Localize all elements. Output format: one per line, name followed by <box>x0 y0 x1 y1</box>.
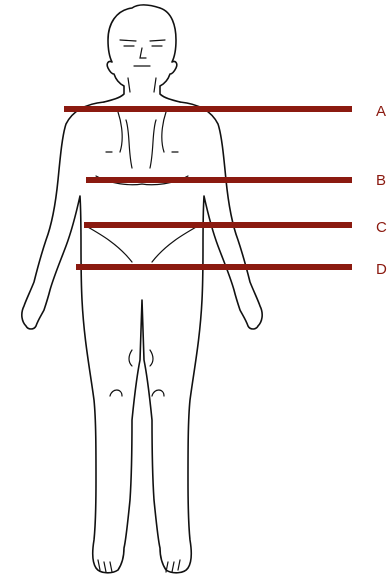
nose <box>140 48 146 58</box>
level-label-d: D <box>376 261 387 278</box>
level-labels: A B C D <box>376 103 387 278</box>
torso-outline <box>22 102 262 573</box>
level-lines <box>64 109 352 267</box>
level-label-c: C <box>376 219 387 236</box>
chest-detail <box>86 112 198 262</box>
neck-lines <box>128 78 156 92</box>
eyebrows <box>120 40 165 41</box>
head-outline <box>104 5 180 102</box>
level-label-b: B <box>376 172 386 189</box>
human-body-figure <box>22 5 262 573</box>
level-label-a: A <box>376 103 386 120</box>
